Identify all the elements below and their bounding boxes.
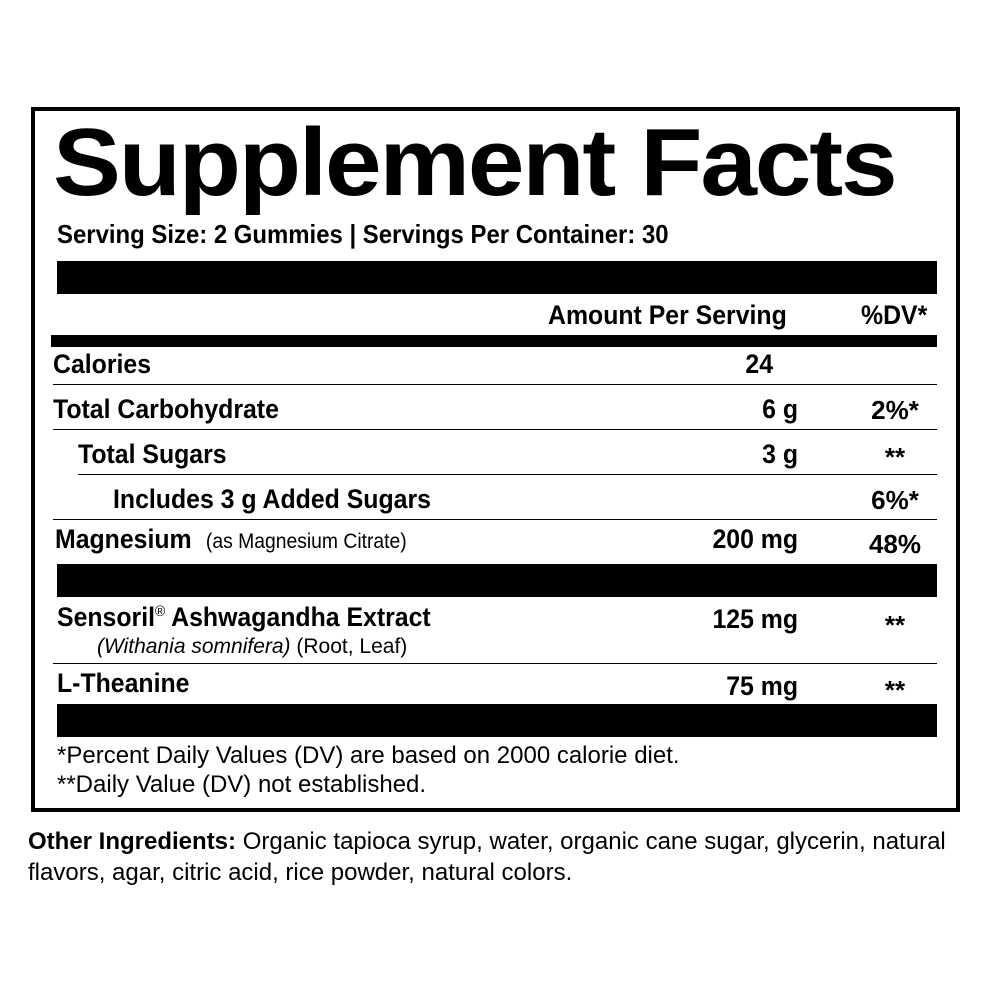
row-theanine-label: L-Theanine	[57, 668, 190, 698]
row-theanine-amount: 75 mg	[726, 671, 798, 701]
row-carbohydrate-dv: 2%*	[871, 395, 919, 425]
row-magnesium-label: Magnesium (as Magnesium Citrate)	[55, 524, 407, 555]
row-divider	[53, 384, 937, 385]
row-ashwagandha-label: Sensoril® Ashwagandha Extract	[57, 602, 431, 633]
thick-divider-middle	[57, 564, 937, 597]
row-sugars-label: Total Sugars	[78, 439, 227, 469]
registered-mark: ®	[155, 603, 166, 620]
thick-divider-header	[51, 335, 937, 347]
row-ashwagandha-detail: (Withania somnifera) (Root, Leaf)	[97, 635, 407, 659]
ashwagandha-name: Ashwagandha Extract	[165, 602, 431, 632]
row-carbohydrate-amount: 6 g	[762, 394, 798, 424]
row-carbohydrate-label: Total Carbohydrate	[53, 394, 279, 424]
row-sugars-dv: **	[884, 442, 906, 472]
row-divider	[78, 474, 937, 475]
row-calories-amount: 24	[745, 349, 773, 379]
amount-per-serving-header: Amount Per Serving	[548, 300, 787, 330]
row-ashwagandha-dv: **	[884, 610, 906, 640]
supplement-facts-panel: Supplement Facts Serving Size: 2 Gummies…	[31, 107, 960, 812]
magnesium-name: Magnesium	[55, 524, 192, 554]
row-sugars-amount: 3 g	[762, 439, 798, 469]
row-divider	[53, 519, 937, 520]
row-ashwagandha-amount: 125 mg	[712, 604, 798, 634]
thick-divider-top	[57, 261, 937, 294]
magnesium-source: (as Magnesium Citrate)	[205, 530, 407, 553]
ashwagandha-brand: Sensoril	[57, 602, 156, 632]
thick-divider-bottom	[57, 704, 937, 737]
row-magnesium-amount: 200 mg	[712, 524, 798, 554]
row-added-sugars-label: Includes 3 g Added Sugars	[113, 484, 431, 514]
serving-info: Serving Size: 2 Gummies | Servings Per C…	[57, 219, 669, 249]
row-theanine-dv: **	[884, 675, 906, 705]
row-calories-label: Calories	[53, 349, 152, 379]
ashwagandha-latin: (Withania somnifera)	[97, 635, 291, 658]
row-divider	[53, 663, 937, 664]
other-ingredients-text: Organic tapioca syrup, water, organic ca…	[28, 828, 946, 886]
panel-title: Supplement Facts	[53, 109, 898, 216]
other-ingredients: Other Ingredients: Organic tapioca syrup…	[28, 826, 968, 888]
dv-header: %DV*	[861, 300, 928, 330]
ashwagandha-parts: (Root, Leaf)	[290, 635, 408, 658]
footnote-dv: *Percent Daily Values (DV) are based on …	[57, 742, 680, 769]
row-magnesium-dv: 48%	[868, 529, 922, 559]
footnote-not-established: **Daily Value (DV) not established.	[57, 771, 427, 798]
row-divider	[53, 429, 937, 430]
row-added-sugars-dv: 6%*	[871, 485, 919, 515]
other-ingredients-label: Other Ingredients:	[28, 828, 237, 855]
